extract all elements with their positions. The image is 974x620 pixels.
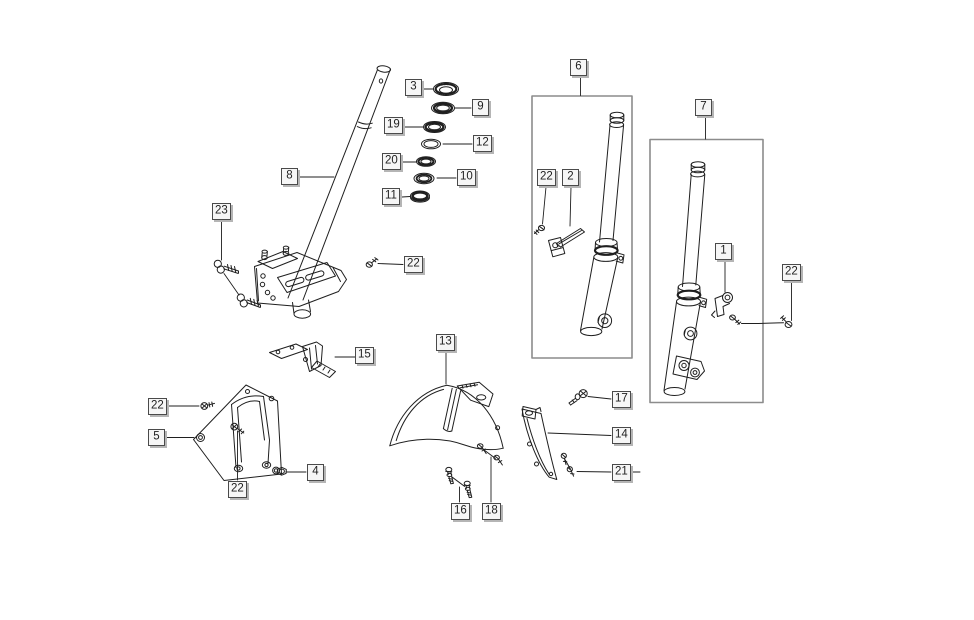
bearing-stack-drawing [410,82,459,203]
callout-16: 16 [451,503,470,520]
callout-label: 17 [615,392,628,405]
callout-label: 21 [615,465,628,478]
callout-label: 6 [575,60,582,73]
bracket-plate-5-drawing [193,384,287,481]
callout-22: 22 [404,256,423,273]
callout-label: 11 [385,189,397,202]
part-ring-9 [431,101,455,115]
callout-22: 22 [782,264,801,281]
part-ring-20 [416,156,436,167]
callout-label: 8 [286,169,293,182]
fork-group-box-6 [531,95,633,359]
callout-label: 16 [454,504,467,517]
callout-label: 20 [385,154,398,167]
callout-2: 2 [562,169,579,186]
front-fender-13-drawing [389,381,504,451]
leader-lines [166,76,792,503]
callout-label: 22 [407,257,420,270]
screw-22-column-drawing [365,257,379,268]
fork-group-box-7 [649,138,764,404]
callout-label: 22 [785,265,798,278]
part-ring-12 [421,138,441,150]
clamp-bracket-1-drawing [711,292,742,325]
lock-wedge-2-drawing [548,228,585,258]
callout-22: 22 [228,481,247,498]
screw-set-18-drawing [476,443,503,466]
part-ring-11 [410,190,430,203]
screw-22-right-drawing [741,315,793,328]
callout-label: 7 [700,100,707,113]
screw-17-drawing [568,389,588,406]
callout-10: 10 [457,169,476,186]
callout-label: 12 [476,136,489,149]
callout-label: 22 [151,399,164,412]
callout-6: 6 [570,59,587,76]
callout-label: 13 [439,335,452,348]
callout-label: 9 [477,100,484,113]
callout-label: 5 [153,430,160,443]
callout-22: 22 [537,169,556,186]
callout-label: 19 [387,118,400,131]
mud-shield-14-drawing [521,406,558,480]
callout-17: 17 [612,391,631,408]
callout-18: 18 [482,503,501,520]
callout-8: 8 [281,168,298,185]
callout-label: 23 [215,204,228,217]
screw-22-box6-drawing [533,224,545,235]
callout-label: 4 [312,465,319,478]
callout-label: 14 [615,428,628,441]
fork-leg-right-drawing [663,161,708,396]
callout-13: 13 [436,334,455,351]
callout-7: 7 [695,99,712,116]
callout-5: 5 [148,429,165,446]
callout-label: 2 [567,170,574,183]
callout-4: 4 [307,464,324,481]
callout-1: 1 [715,243,732,260]
callout-label: 22 [540,170,553,183]
callout-label: 22 [231,482,244,495]
part-ring-3 [433,82,459,96]
callout-21: 21 [612,464,631,481]
callout-23: 23 [212,203,231,220]
part-ring-19 [423,121,446,133]
bracket-15-drawing [269,341,336,378]
callout-11: 11 [382,188,400,205]
callout-12: 12 [473,135,492,152]
callout-label: 10 [460,170,473,183]
fork-leg-left-drawing [580,111,625,337]
callout-22: 22 [148,398,167,415]
callout-14: 14 [612,427,631,444]
callout-19: 19 [384,117,403,134]
callout-3: 3 [405,79,422,96]
bolt-set-23-drawing [213,259,261,308]
callout-label: 1 [720,244,727,257]
bolt-set-16-drawing [445,466,473,499]
steering-column-drawing [254,65,392,319]
callout-15: 15 [355,347,374,364]
callout-label: 3 [410,80,417,93]
part-ring-10 [413,172,435,185]
callout-label: 18 [485,504,498,517]
callout-9: 9 [472,99,489,116]
callout-label: 15 [358,348,371,361]
callout-20: 20 [382,153,401,170]
screw-set-21-drawing [560,452,575,477]
